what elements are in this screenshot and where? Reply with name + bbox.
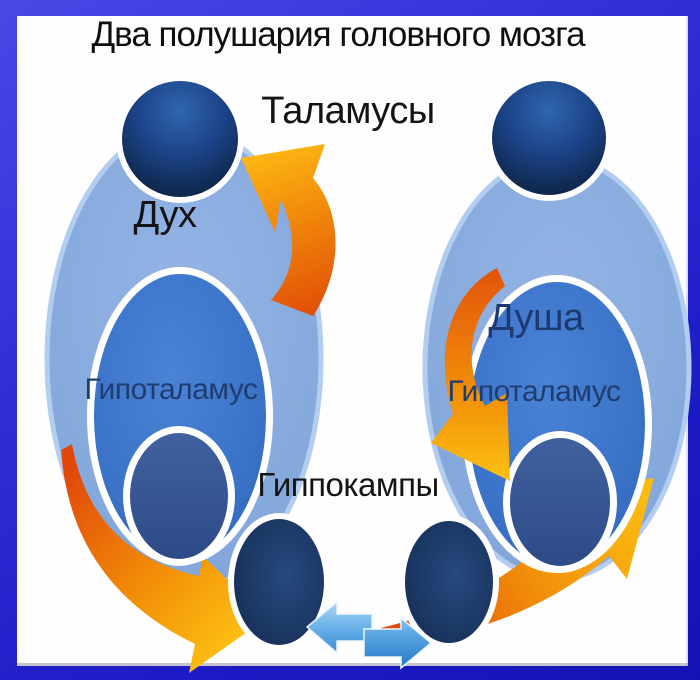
soul-label: Душа xyxy=(488,297,584,339)
brain-hemispheres-diagram xyxy=(44,75,692,673)
left-hippocampus-ellipse xyxy=(228,513,330,651)
spirit-label: Дух xyxy=(133,194,197,236)
hypothalamus-left-label: Гипоталамус xyxy=(84,373,259,406)
hippocampi-exchange-arrow xyxy=(305,600,433,670)
diagram-title: Два полушария головного мозга xyxy=(91,15,585,54)
hippocampi-label: Гиппокампы xyxy=(257,466,439,503)
right-thalamus-circle xyxy=(486,75,612,201)
right-hypothalamus-ellipse xyxy=(462,275,652,573)
right-hippocampus-ellipse xyxy=(399,515,499,649)
hypothalamus-arrow-right xyxy=(431,268,510,481)
hypothalamus-right-label: Гипоталамус xyxy=(447,375,622,408)
left-thalamus-circle xyxy=(116,75,244,203)
thalamuses-label: Таламусы xyxy=(261,90,435,132)
thalamus-arrow-left xyxy=(241,144,336,316)
left-hypothalamus-ellipse xyxy=(87,267,273,566)
diagram-canvas xyxy=(17,16,692,673)
hippocampus-arrow-left xyxy=(61,444,267,673)
